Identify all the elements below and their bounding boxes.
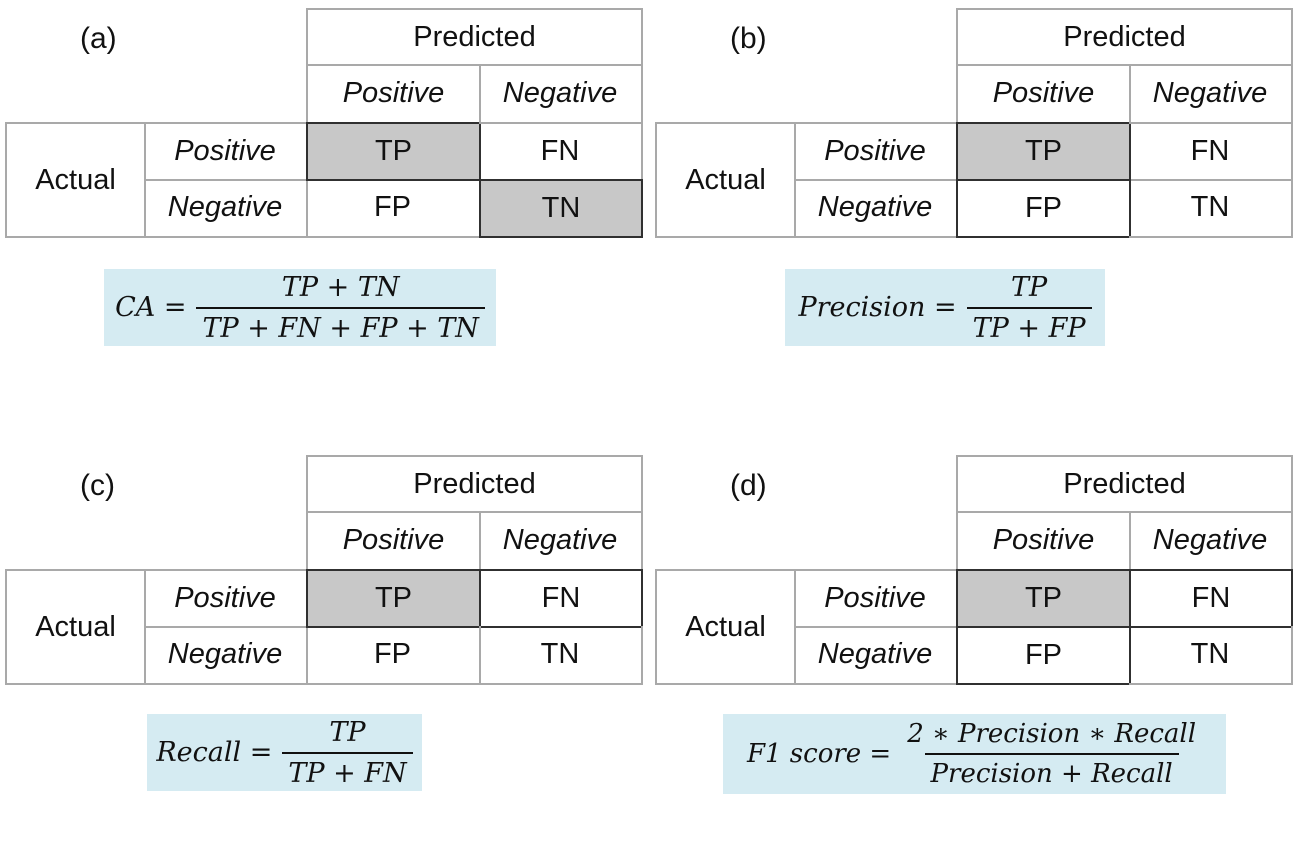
cell-fn: FN bbox=[1129, 569, 1293, 628]
row-label-negative: Negative bbox=[794, 626, 958, 685]
predicted-header: Predicted bbox=[306, 8, 643, 66]
formula-lhs: Precision = bbox=[798, 292, 957, 323]
col-label-negative: Negative bbox=[1129, 511, 1293, 571]
cell-tp: TP bbox=[306, 122, 481, 181]
row-label-positive: Positive bbox=[144, 569, 308, 628]
col-label-negative: Negative bbox=[1129, 64, 1293, 124]
actual-label: Actual bbox=[5, 122, 146, 238]
formula-denominator: TP + FN + FP + TN bbox=[196, 306, 485, 344]
col-label-positive: Positive bbox=[956, 511, 1131, 571]
predicted-header: Predicted bbox=[956, 455, 1293, 513]
cell-tp: TP bbox=[956, 569, 1131, 628]
formula-denominator: TP + FN bbox=[282, 751, 413, 789]
panel-a: (a) Predicted Positive Negative Actual P… bbox=[0, 0, 648, 402]
actual-label: Actual bbox=[655, 122, 796, 238]
row-label-negative: Negative bbox=[794, 179, 958, 238]
row-label-negative: Negative bbox=[144, 626, 308, 685]
col-label-positive: Positive bbox=[306, 64, 481, 124]
col-label-positive: Positive bbox=[306, 511, 481, 571]
actual-label: Actual bbox=[655, 569, 796, 685]
formula-fraction: TP + TN TP + FN + FP + TN bbox=[196, 271, 485, 344]
cell-tp: TP bbox=[306, 569, 481, 628]
formula-denominator: Precision + Recall bbox=[924, 753, 1179, 789]
formula-f1-score: F1 score = 2 ∗ Precision ∗ Recall Precis… bbox=[723, 714, 1226, 794]
formula-lhs: F1 score = bbox=[746, 739, 892, 769]
predicted-header: Predicted bbox=[306, 455, 643, 513]
formula-fraction: TP TP + FP bbox=[966, 271, 1092, 344]
row-label-positive: Positive bbox=[794, 569, 958, 628]
cell-fp: FP bbox=[306, 179, 481, 238]
panel-label: (c) bbox=[80, 469, 115, 502]
row-label-positive: Positive bbox=[794, 122, 958, 181]
panel-label: (b) bbox=[730, 22, 767, 55]
cell-tn: TN bbox=[1129, 626, 1293, 685]
formula-lhs: CA = bbox=[115, 292, 187, 323]
cell-tn: TN bbox=[479, 626, 643, 685]
formula-precision: Precision = TP TP + FP bbox=[785, 269, 1105, 346]
cell-fn: FN bbox=[479, 122, 643, 181]
cell-tn: TN bbox=[479, 179, 643, 238]
formula-recall: Recall = TP TP + FN bbox=[147, 714, 422, 791]
formula-lhs: Recall = bbox=[156, 737, 273, 768]
formula-ca: CA = TP + TN TP + FN + FP + TN bbox=[104, 269, 496, 346]
actual-label: Actual bbox=[5, 569, 146, 685]
col-label-negative: Negative bbox=[479, 64, 643, 124]
panel-label: (a) bbox=[80, 22, 117, 55]
panel-b: (b) Predicted Positive Negative Actual P… bbox=[650, 0, 1296, 402]
formula-denominator: TP + FP bbox=[966, 306, 1092, 344]
cell-tn: TN bbox=[1129, 179, 1293, 238]
cell-fn: FN bbox=[1129, 122, 1293, 181]
formula-fraction: TP TP + FN bbox=[282, 716, 413, 789]
cell-fp: FP bbox=[306, 626, 481, 685]
cell-fn: FN bbox=[479, 569, 643, 628]
cell-fp: FP bbox=[956, 626, 1131, 685]
formula-fraction: 2 ∗ Precision ∗ Recall Precision + Recal… bbox=[901, 719, 1202, 789]
cell-tp: TP bbox=[956, 122, 1131, 181]
col-label-positive: Positive bbox=[956, 64, 1131, 124]
panel-d: (d) Predicted Positive Negative Actual P… bbox=[650, 447, 1296, 849]
col-label-negative: Negative bbox=[479, 511, 643, 571]
predicted-header: Predicted bbox=[956, 8, 1293, 66]
cell-fp: FP bbox=[956, 179, 1131, 238]
formula-numerator: TP + TN bbox=[281, 271, 400, 303]
formula-numerator: TP bbox=[1010, 271, 1048, 303]
panel-c: (c) Predicted Positive Negative Actual P… bbox=[0, 447, 648, 849]
formula-numerator: TP bbox=[329, 716, 366, 748]
formula-numerator: 2 ∗ Precision ∗ Recall bbox=[907, 719, 1197, 749]
row-label-negative: Negative bbox=[144, 179, 308, 238]
row-label-positive: Positive bbox=[144, 122, 308, 181]
panel-label: (d) bbox=[730, 469, 767, 502]
